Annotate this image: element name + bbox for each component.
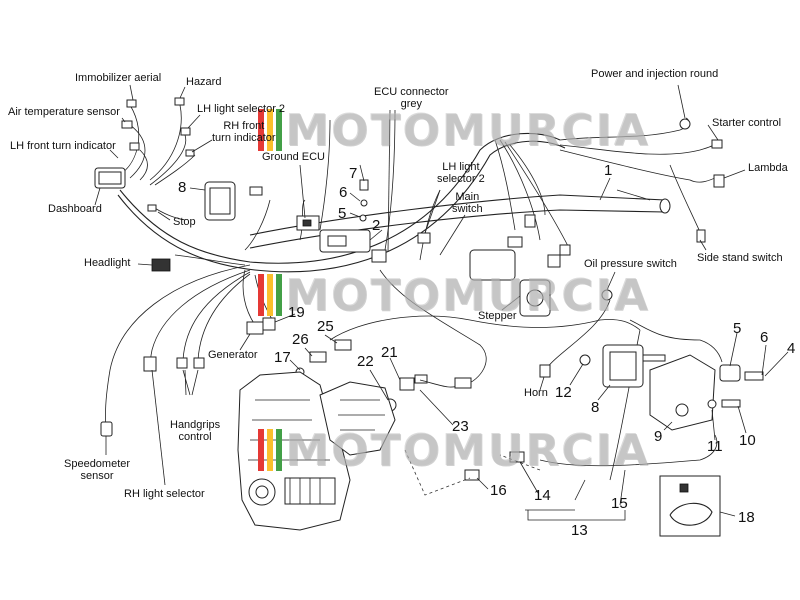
callout-5-right: 5 [733,320,742,337]
label-main-switch: Main switch [452,191,483,215]
callout-17: 17 [274,349,291,366]
watermark-text: MOTOMURCIA [285,104,650,156]
label-headlight: Headlight [84,257,131,269]
watermark-bar-yellow [267,429,273,471]
watermark-bar-yellow [267,109,273,151]
label-handgrips-control: Handgrips control [170,419,221,443]
label-air-temperature-sensor: Air temperature sensor [8,106,120,118]
label-immobilizer-aerial: Immobilizer aerial [75,72,162,84]
callout-8-right: 8 [591,399,600,416]
watermark-middle: MOTOMURCIA [258,269,650,321]
callout-10: 10 [739,432,756,449]
label-horn: Horn [524,387,548,399]
callout-23: 23 [452,418,469,435]
callout-9: 9 [654,428,663,445]
label-ecu-connector-grey: ECU connector grey [374,86,449,110]
callout-7: 7 [349,165,358,182]
label-speedometer-sensor: Speedometer sensor [64,458,131,482]
label-starter-control: Starter control [712,117,782,129]
callout-12: 12 [555,384,572,401]
watermark-bar-yellow [267,274,273,316]
watermark-bar-red [258,274,264,316]
label-lh-front-turn-indicator: LH front turn indicator [10,140,116,152]
watermark-top: MOTOMURCIA [258,104,650,156]
callout-14: 14 [534,487,551,504]
watermark-text: MOTOMURCIA [285,269,650,321]
callout-26: 26 [292,331,309,348]
watermark-text: MOTOMURCIA [285,424,650,476]
callout-18: 18 [738,509,755,526]
watermark-bottom: MOTOMURCIA [258,424,650,476]
watermark-bar-red [258,109,264,151]
label-power-and-injection-round: Power and injection round [591,68,719,80]
callout-15: 15 [611,495,628,512]
label-lh-light-selector-2: LH light selector 2 [437,161,485,185]
callout-4: 4 [787,340,796,357]
callout-22: 22 [357,353,374,370]
callout-5-left: 5 [338,205,347,222]
engine-block [237,371,396,531]
watermark-bar-green [276,274,282,316]
callout-16: 16 [490,482,507,499]
label-ground-ecu: Ground ECU [262,151,325,163]
label-generator: Generator [208,349,258,361]
watermark-bar-green [276,429,282,471]
callout-1: 1 [604,162,613,179]
label-lambda: Lambda [748,162,788,174]
callout-19: 19 [288,304,305,321]
callout-13: 13 [571,522,588,539]
watermark-bar-green [276,109,282,151]
callout-6-left: 6 [339,184,348,201]
callout-2: 2 [372,217,381,234]
watermark-bar-red [258,429,264,471]
label-hazard: Hazard [186,76,222,88]
label-dashboard: Dashboard [48,203,102,215]
callout-8-left: 8 [178,179,187,196]
label-lh-light-selector-2-top: LH light selector 2 [197,103,286,115]
label-oil-pressure-switch: Oil pressure switch [584,258,677,270]
label-side-stand-switch: Side stand switch [697,252,783,264]
callout-25: 25 [317,318,334,335]
label-rh-light-selector: RH light selector [124,488,205,500]
callout-6-right: 6 [760,329,769,346]
callout-11: 11 [707,438,723,455]
callout-21: 21 [381,344,398,361]
label-rh-front-turn-indicator: RH front turn indicator [212,120,276,144]
label-stop: Stop [173,216,196,228]
label-stepper: Stepper [478,310,517,322]
